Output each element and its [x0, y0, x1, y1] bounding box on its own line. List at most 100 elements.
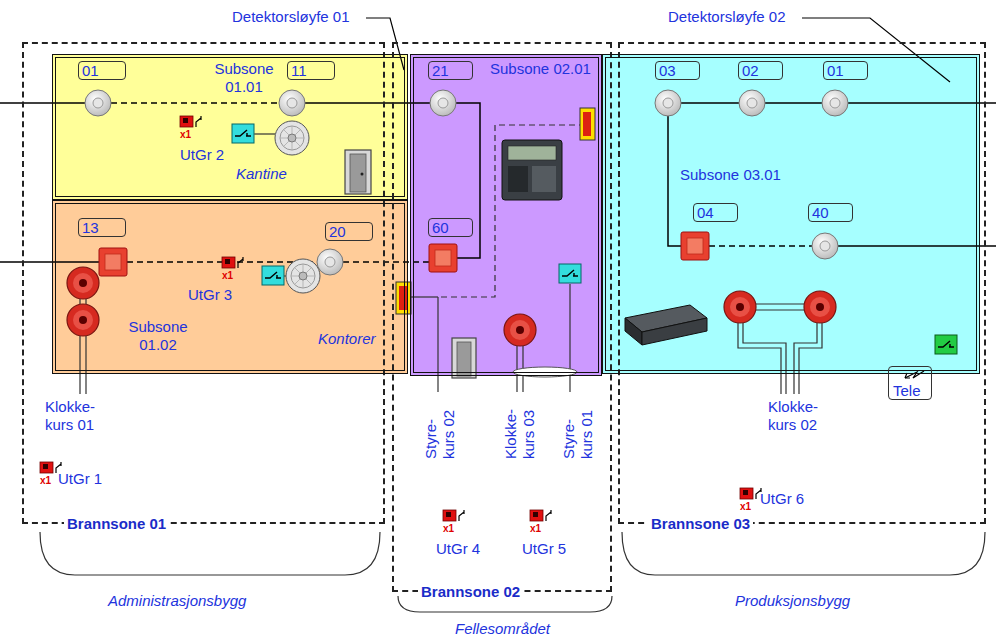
address-label: 21 [428, 61, 473, 80]
leader-line [366, 18, 950, 82]
group-label: UtGr 1 [58, 470, 102, 488]
smoke-detector [279, 90, 305, 116]
fire-door [396, 282, 411, 314]
address-number: 20 [329, 223, 346, 240]
building-name: Produksjonsbygg [735, 592, 850, 610]
sub-zone: Subsone 02.01 21 60 [410, 54, 602, 376]
address-number: 40 [812, 204, 829, 221]
detector-loop [0, 103, 996, 262]
group-label: UtGr 2 [180, 146, 224, 164]
group-label: Detektorsløyfe 01 [232, 8, 350, 26]
subzone-name: Subsone 02.01 [490, 60, 591, 78]
multiplier-mark: x1 [222, 270, 233, 281]
circuit-label: Klokke- kurs 02 [768, 398, 830, 434]
group-label: UtGr 6 [760, 490, 804, 508]
output-group-icon [222, 257, 243, 268]
output-group-icon [40, 462, 61, 473]
alarm-bell [504, 314, 536, 346]
address-label: 60 [428, 218, 473, 237]
call-point [681, 232, 709, 260]
address-label: 01 [78, 61, 126, 80]
smoke-detector [430, 90, 456, 116]
address-number: 01 [827, 62, 844, 79]
address-number: 13 [82, 219, 99, 236]
relay-symbol [935, 335, 957, 354]
alarm-bell [67, 304, 99, 336]
address-number: 60 [432, 219, 449, 236]
tele-label: Tele [893, 382, 921, 399]
multiplier-mark: x1 [530, 523, 541, 534]
fire-zone: Brannsone 03Subsone 03.010302010440Tele [618, 42, 986, 524]
fire-zone: Brannsone 02Subsone 02.012160 [392, 42, 612, 592]
room-name: Kantine [236, 165, 287, 183]
address-number: 03 [659, 62, 676, 79]
output-group-icon [180, 116, 201, 127]
relay-symbol [262, 266, 284, 285]
subzone-name: Subsone 03.01 [680, 166, 781, 184]
alarm-bell [67, 267, 99, 299]
address-number: 02 [742, 62, 759, 79]
multiplier-mark: x1 [740, 501, 751, 512]
smoke-detector [317, 249, 343, 275]
sounder [275, 121, 309, 155]
zone-name: Brannsone 02 [418, 583, 523, 601]
fire-zone: Brannsone 01Subsone 01.01Kantine0111Subs… [22, 42, 385, 524]
sub-zone: Subsone 03.01 03 02 01 04 40 [602, 54, 980, 374]
building-name: Administrasjonsbygg [108, 592, 246, 610]
address-number: 04 [697, 204, 714, 221]
door [452, 338, 476, 378]
circuit-label: Klokke- kurs 01 [45, 398, 107, 434]
address-label: 11 [287, 61, 335, 80]
output-group-icon [740, 488, 761, 499]
zone-fill [52, 200, 408, 374]
tele-box: Tele [888, 366, 932, 400]
zone-fill [410, 54, 602, 376]
room-name: Kontorer [318, 330, 376, 348]
zone-fill [52, 54, 408, 200]
address-label: 40 [808, 203, 853, 222]
call-point [99, 248, 127, 276]
smoke-detector [655, 90, 681, 116]
address-label: 04 [693, 203, 738, 222]
address-label: 20 [325, 222, 373, 241]
output-group-icon [443, 510, 464, 521]
interface-module [625, 305, 707, 345]
sounder [286, 259, 320, 293]
fire-door [580, 108, 595, 140]
zone-name: Brannsone 01 [64, 515, 169, 533]
circuit-wire [80, 125, 822, 394]
control-panel [502, 140, 562, 200]
smoke-detector [812, 233, 838, 259]
address-label: 13 [78, 218, 126, 237]
alarm-bell [724, 291, 756, 323]
smoke-detector [85, 90, 111, 116]
zone-name: Brannsone 03 [648, 515, 753, 533]
subzone-name: Subsone 01.02 [118, 318, 198, 354]
zone-fill [602, 54, 980, 374]
group-label: UtGr 3 [188, 286, 232, 304]
output-group-icon [530, 510, 551, 521]
subzone-name: Subsone 01.01 [206, 60, 282, 96]
building-name: Fellesområdet [455, 620, 550, 638]
address-label: 03 [655, 61, 700, 80]
multiplier-mark: x1 [180, 129, 191, 140]
address-number: 01 [82, 62, 99, 79]
circuit-label: Styre- kurs 01 [560, 397, 596, 459]
address-number: 21 [432, 62, 449, 79]
address-label: 01 [823, 61, 868, 80]
group-label: UtGr 4 [436, 540, 480, 558]
multiplier-mark: x1 [443, 523, 454, 534]
door [345, 150, 371, 194]
smoke-detector [739, 90, 765, 116]
group-label: UtGr 5 [522, 540, 566, 558]
relay-symbol [232, 124, 254, 143]
address-number: 11 [291, 62, 307, 79]
bracket [40, 532, 985, 612]
circuit-label: Klokke- kurs 03 [502, 397, 538, 459]
multiplier-mark: x1 [40, 475, 51, 486]
smoke-detector [822, 90, 848, 116]
relay-symbol [559, 264, 581, 283]
sub-zone: Subsone 01.01Kantine 01 11 [52, 54, 408, 200]
address-label: 02 [738, 61, 783, 80]
group-label: Detektorsløyfe 02 [668, 8, 786, 26]
